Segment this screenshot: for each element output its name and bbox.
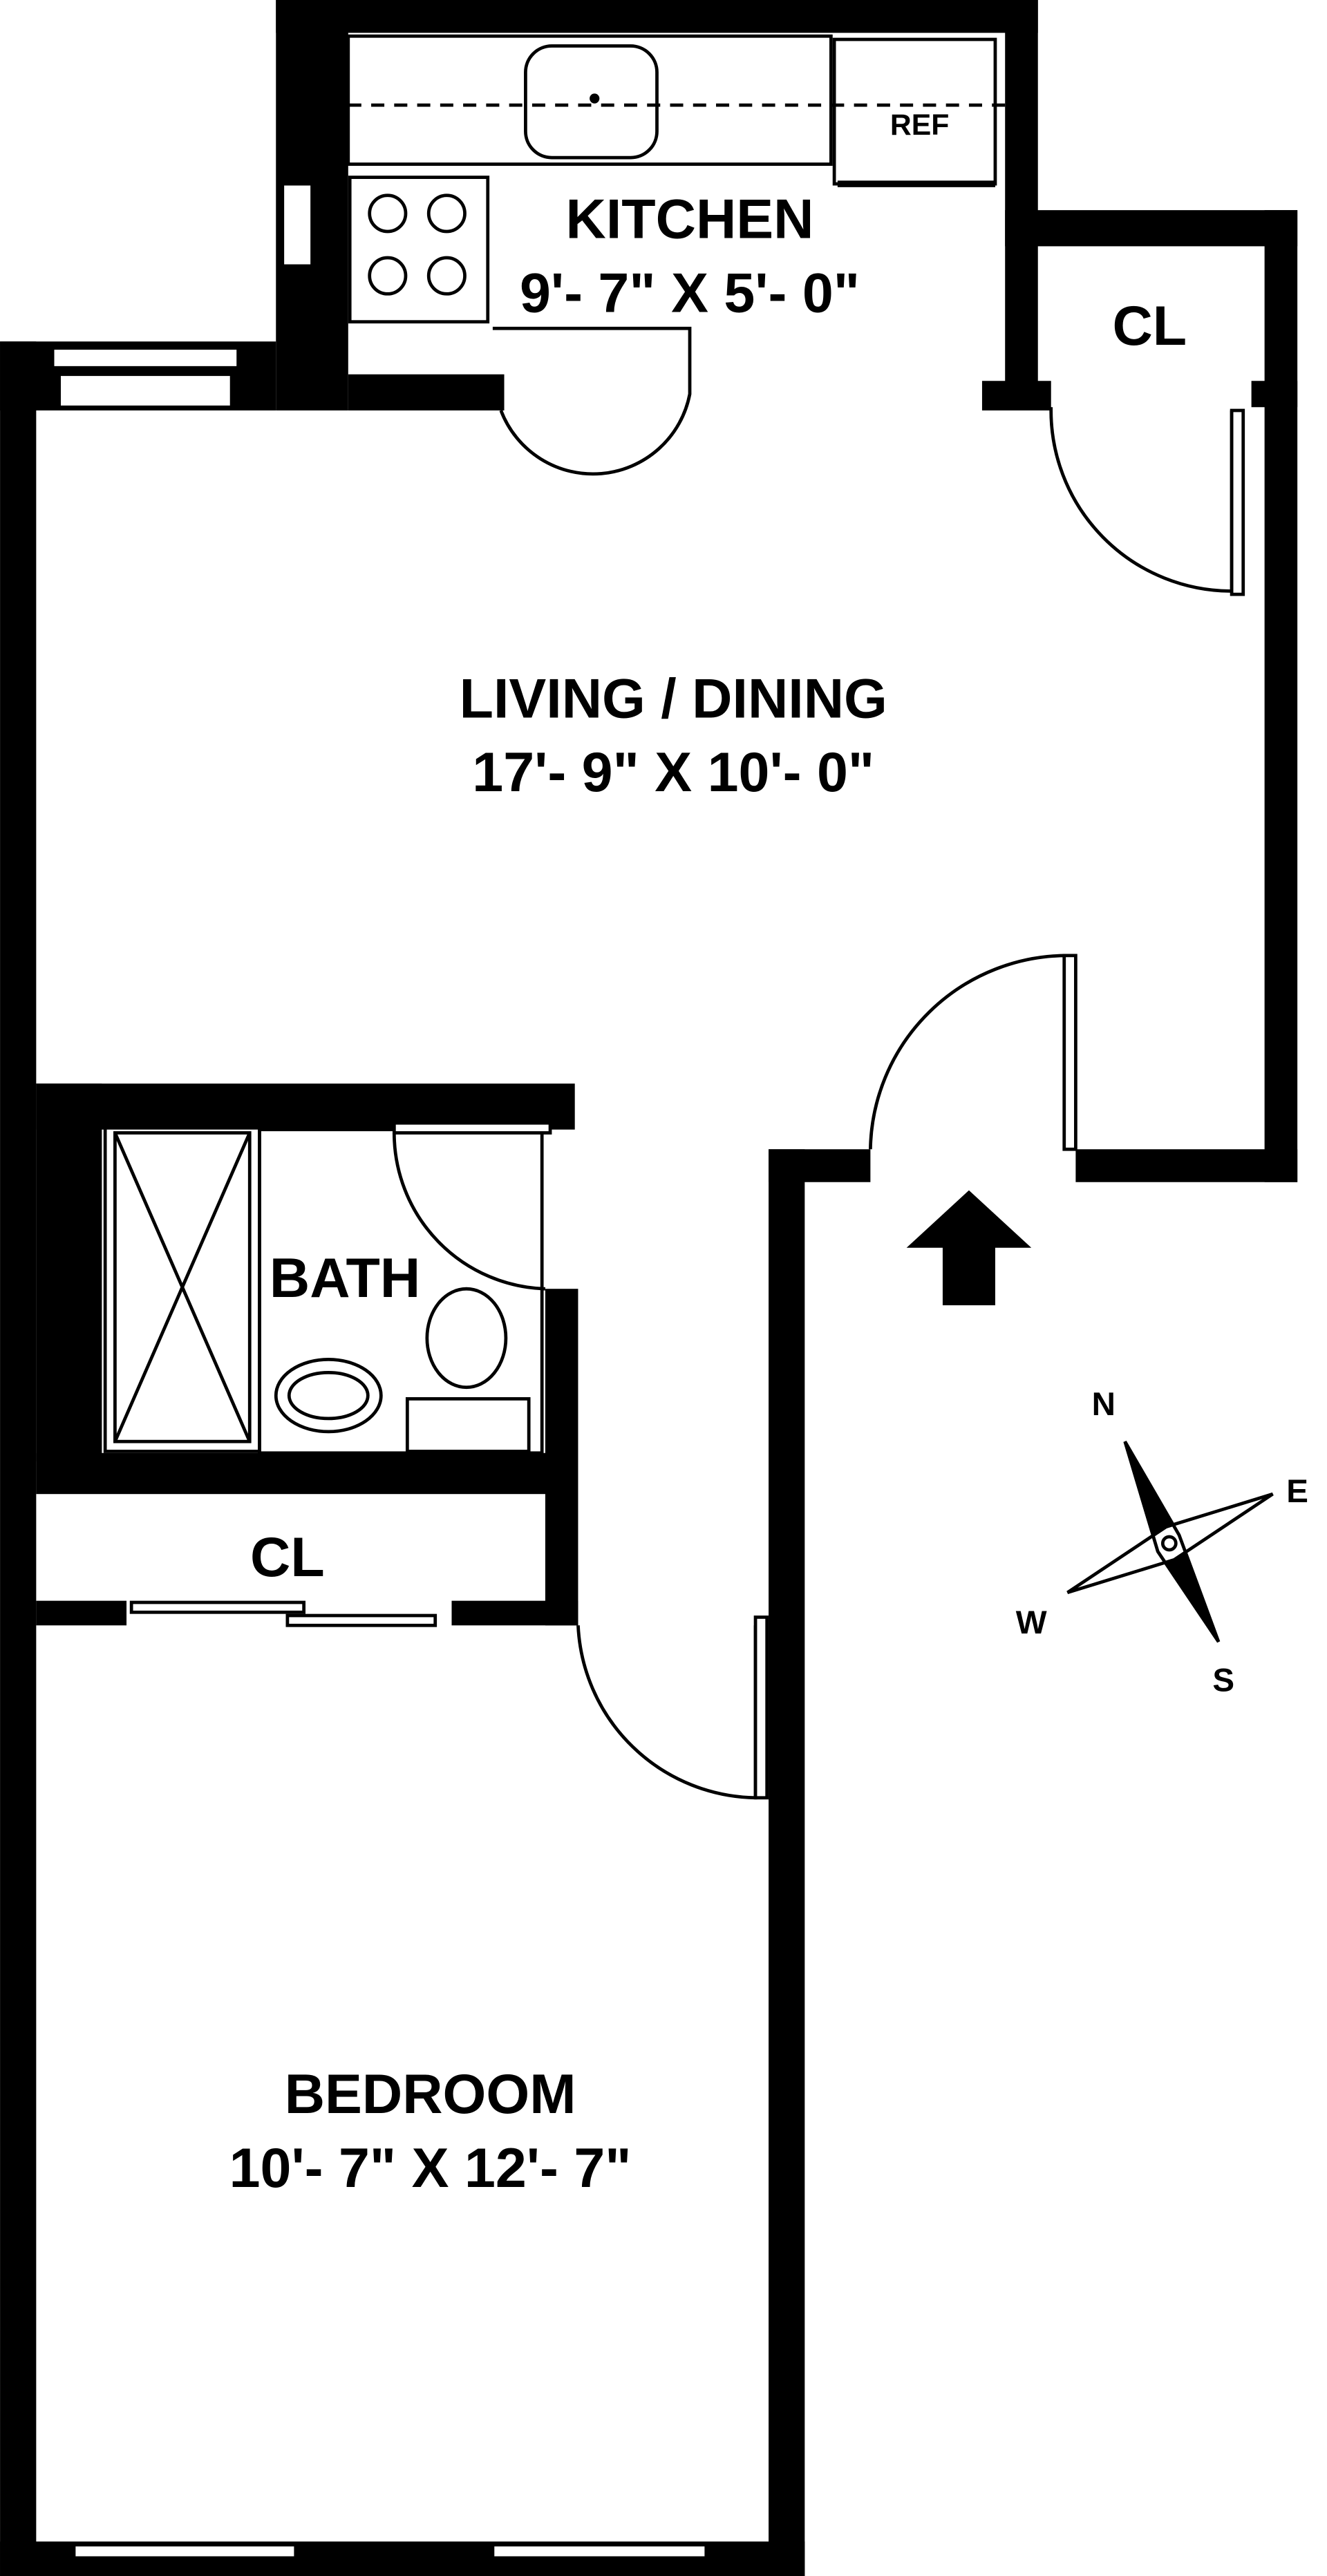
kitchen-door-swing <box>492 326 692 476</box>
stove-icon <box>348 176 490 324</box>
sink-icon <box>524 44 659 160</box>
bath-label: BATH <box>270 1247 420 1309</box>
bath-fixtures <box>103 1121 552 1455</box>
compass-west: W <box>1016 1604 1047 1641</box>
compass-south: S <box>1212 1662 1234 1698</box>
ref-label: REF <box>890 108 950 142</box>
entry-door-swing <box>869 954 1069 1150</box>
living-dims: 17'- 9" X 10'- 0" <box>472 741 874 804</box>
bedroom-door-swing <box>576 1625 757 1800</box>
bedroom-label: BEDROOM <box>285 2063 576 2125</box>
closet-entry-label: CL <box>1112 295 1187 357</box>
bedroom-dims: 10'- 7" X 12'- 7" <box>229 2137 632 2199</box>
kitchen-fixtures <box>346 34 1006 476</box>
compass-north: N <box>1092 1386 1116 1423</box>
bath-door-swing <box>392 1133 546 1291</box>
kitchen-label: KITCHEN <box>566 189 814 251</box>
living-label: LIVING / DINING <box>460 667 887 730</box>
kitchen-dims: 9'- 7" X 5'- 0" <box>520 262 860 324</box>
sliding-door <box>285 1613 437 1627</box>
closet-bedroom-label: CL <box>250 1526 325 1589</box>
compass-icon <box>1066 1440 1274 1643</box>
windows <box>50 182 708 2560</box>
entry-arrow-icon <box>906 1190 1032 1305</box>
closet-door-swing <box>1049 407 1234 593</box>
sliding-door <box>129 1600 306 1614</box>
toilet-icon <box>425 1287 508 1390</box>
sink-icon <box>274 1357 383 1434</box>
compass-east: E <box>1286 1473 1308 1510</box>
